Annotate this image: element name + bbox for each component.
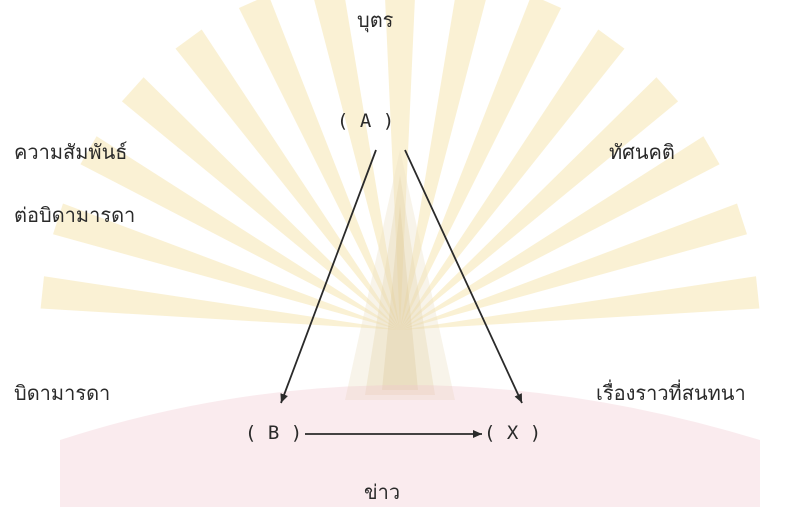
label-attitude: ทัศนคติ xyxy=(609,140,675,164)
node-x: ( X ) xyxy=(484,422,542,444)
node-a: ( A ) xyxy=(337,110,395,132)
arrow-a-to-x xyxy=(404,149,523,404)
label-news: ข่าว xyxy=(364,480,401,504)
label-child: บุตร xyxy=(357,8,394,32)
node-b: ( B ) xyxy=(245,422,303,444)
arrow-a-to-b xyxy=(280,149,377,404)
label-parents: บิดามารดา xyxy=(14,381,111,405)
label-relationship: ความสัมพันธ์ xyxy=(14,140,128,164)
label-topic-of-conversation: เรื่องราวที่สนทนา xyxy=(596,381,746,405)
label-toward-parents: ต่อบิดามารดา xyxy=(14,203,136,227)
